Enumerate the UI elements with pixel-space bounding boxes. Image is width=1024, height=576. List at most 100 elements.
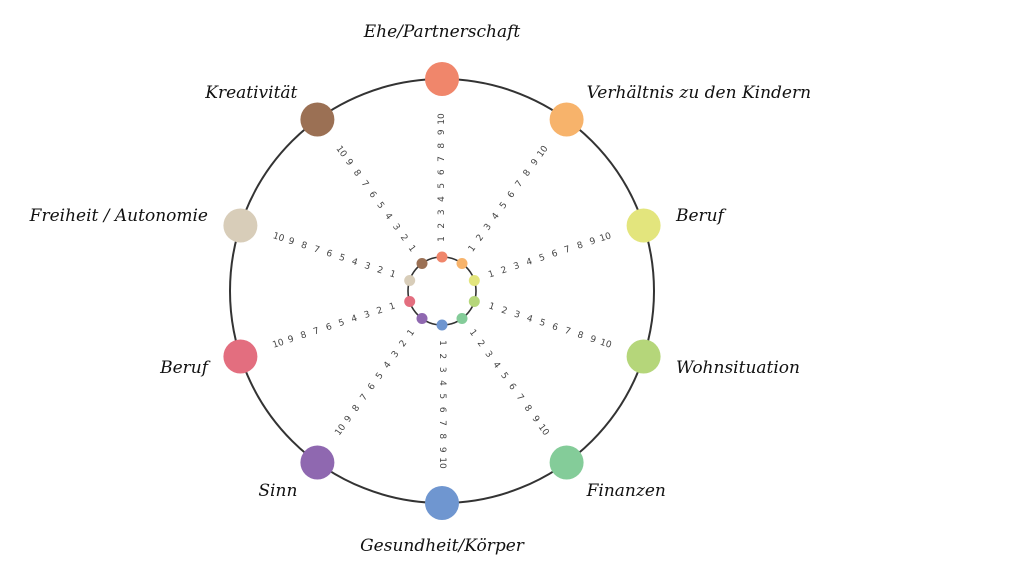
area-label-beruf-7: Beruf — [159, 358, 211, 378]
area-label-ehe-partnerschaft-0: Ehe/Partnerschaft — [363, 22, 521, 42]
scale-tick-finanzen-4-5: 5 — [498, 371, 509, 382]
scale-tick-wohnsituation-3-4: 4 — [525, 314, 534, 325]
scale-tick-freiheit-autonomie-8-1: 1 — [388, 269, 397, 280]
scale-tick-freiheit-autonomie-8-4: 4 — [350, 257, 359, 268]
scale-tick-wohnsituation-3-8: 8 — [576, 330, 585, 341]
scale-tick-sinn-6-6: 6 — [366, 382, 378, 393]
scale-tick-wohnsituation-3-9: 9 — [589, 334, 598, 345]
outer-node-verhaeltnis-zu-den-kindern-1[interactable] — [549, 102, 584, 137]
scale-tick-verhaeltnis-zu-den-kindern-1-1: 1 — [467, 244, 478, 255]
scale-tick-verhaeltnis-zu-den-kindern-1-2: 2 — [475, 233, 486, 244]
scale-tick-kreativitaet-9-8: 8 — [351, 168, 363, 179]
scale-tick-gesundheit-koerper-5-2: 2 — [437, 353, 447, 359]
scale-tick-gesundheit-koerper-5-3: 3 — [437, 367, 447, 373]
outer-node-freiheit-autonomie-8[interactable] — [223, 208, 258, 243]
outer-node-finanzen-4[interactable] — [549, 445, 584, 480]
area-label-gesundheit-koerper-5: Gesundheit/Körper — [360, 536, 525, 556]
scale-tick-beruf-7-7: 7 — [312, 326, 321, 337]
scale-tick-sinn-6-2: 2 — [398, 339, 409, 350]
area-label-freiheit-autonomie-8: Freiheit / Autonomie — [29, 206, 208, 226]
inner-dot-ehe-partnerschaft-0 — [436, 251, 448, 263]
inner-dot-beruf-7 — [404, 296, 416, 307]
scale-tick-verhaeltnis-zu-den-kindern-1-5: 5 — [498, 201, 509, 212]
area-label-verhaeltnis-zu-den-kindern-1: Verhältnis zu den Kindern — [587, 83, 811, 103]
scale-tick-beruf-7-9: 9 — [287, 334, 296, 345]
scale-tick-beruf-2-8: 8 — [576, 240, 585, 251]
scale-tick-gesundheit-koerper-5-10: 10 — [437, 457, 447, 469]
scale-tick-finanzen-4-10: 10 — [536, 423, 551, 438]
scale-tick-ehe-partnerschaft-0-5: 5 — [437, 183, 447, 189]
scale-tick-beruf-7-6: 6 — [325, 322, 334, 333]
inner-dot-gesundheit-koerper-5 — [436, 319, 448, 331]
scale-tick-ehe-partnerschaft-0-7: 7 — [437, 156, 447, 162]
scale-tick-kreativitaet-9-5: 5 — [374, 201, 385, 212]
outer-node-kreativitaet-9[interactable] — [300, 102, 335, 137]
outer-node-beruf-2[interactable] — [626, 208, 661, 243]
scale-tick-verhaeltnis-zu-den-kindern-1-10: 10 — [536, 144, 551, 159]
scale-tick-ehe-partnerschaft-0-10: 10 — [437, 113, 447, 125]
scale-tick-freiheit-autonomie-8-3: 3 — [363, 261, 372, 272]
scale-tick-wohnsituation-3-7: 7 — [563, 326, 572, 337]
scale-tick-finanzen-4-4: 4 — [490, 360, 502, 371]
scale-tick-verhaeltnis-zu-den-kindern-1-3: 3 — [482, 222, 493, 233]
scale-tick-beruf-2-1: 1 — [487, 269, 496, 280]
scale-tick-ehe-partnerschaft-0-2: 2 — [437, 223, 447, 229]
scale-tick-wohnsituation-3-6: 6 — [551, 322, 560, 333]
scale-tick-beruf-7-3: 3 — [363, 310, 372, 321]
outer-ring — [229, 78, 655, 504]
scale-tick-freiheit-autonomie-8-8: 8 — [300, 240, 309, 251]
inner-dot-wohnsituation-3 — [468, 296, 480, 307]
scale-tick-beruf-2-5: 5 — [538, 253, 547, 264]
scale-tick-verhaeltnis-zu-den-kindern-1-6: 6 — [506, 190, 518, 201]
scale-tick-verhaeltnis-zu-den-kindern-1-7: 7 — [514, 179, 525, 190]
scale-tick-beruf-2-7: 7 — [563, 245, 572, 256]
outer-node-ehe-partnerschaft-0[interactable] — [425, 62, 459, 96]
scale-tick-beruf-7-1: 1 — [388, 301, 397, 312]
scale-tick-beruf-7-10: 10 — [271, 338, 285, 351]
scale-tick-finanzen-4-7: 7 — [514, 393, 525, 404]
scale-tick-kreativitaet-9-10: 10 — [333, 144, 348, 159]
scale-tick-beruf-7-2: 2 — [376, 306, 385, 317]
inner-dot-finanzen-4 — [456, 313, 468, 324]
scale-tick-kreativitaet-9-3: 3 — [390, 222, 401, 233]
scale-tick-ehe-partnerschaft-0-9: 9 — [437, 129, 447, 135]
scale-tick-verhaeltnis-zu-den-kindern-1-9: 9 — [530, 157, 542, 168]
outer-node-sinn-6[interactable] — [300, 445, 335, 480]
outer-node-wohnsituation-3[interactable] — [626, 339, 661, 374]
scale-tick-kreativitaet-9-9: 9 — [343, 157, 355, 168]
scale-tick-gesundheit-koerper-5-5: 5 — [437, 393, 447, 399]
scale-tick-ehe-partnerschaft-0-6: 6 — [437, 169, 447, 175]
scale-tick-wohnsituation-3-5: 5 — [538, 318, 547, 329]
scale-tick-ehe-partnerschaft-0-1: 1 — [437, 236, 447, 242]
scale-tick-finanzen-4-1: 1 — [467, 328, 478, 339]
scale-tick-kreativitaet-9-6: 6 — [366, 190, 378, 201]
scale-tick-beruf-7-5: 5 — [338, 318, 347, 329]
scale-tick-sinn-6-1: 1 — [406, 328, 417, 339]
scale-tick-freiheit-autonomie-8-10: 10 — [271, 231, 285, 244]
scale-tick-verhaeltnis-zu-den-kindern-1-8: 8 — [522, 168, 534, 179]
scale-tick-gesundheit-koerper-5-9: 9 — [437, 447, 447, 453]
scale-tick-beruf-2-6: 6 — [551, 249, 560, 260]
outer-node-gesundheit-koerper-5[interactable] — [425, 486, 459, 520]
outer-node-beruf-7[interactable] — [223, 339, 258, 374]
scale-tick-finanzen-4-2: 2 — [475, 339, 486, 350]
scale-tick-finanzen-4-8: 8 — [522, 403, 534, 414]
scale-tick-sinn-6-3: 3 — [390, 349, 401, 360]
scale-tick-wohnsituation-3-1: 1 — [487, 301, 496, 312]
area-label-wohnsituation-3: Wohnsituation — [676, 358, 800, 378]
scale-tick-beruf-2-4: 4 — [525, 257, 534, 268]
scale-tick-beruf-7-8: 8 — [300, 330, 309, 341]
scale-tick-beruf-2-2: 2 — [500, 265, 509, 276]
scale-tick-ehe-partnerschaft-0-8: 8 — [437, 143, 447, 149]
scale-tick-verhaeltnis-zu-den-kindern-1-4: 4 — [490, 211, 502, 222]
inner-dot-freiheit-autonomie-8 — [404, 275, 416, 286]
scale-tick-kreativitaet-9-4: 4 — [382, 211, 394, 222]
scale-tick-freiheit-autonomie-8-2: 2 — [376, 265, 385, 276]
scale-tick-kreativitaet-9-1: 1 — [406, 244, 417, 255]
area-label-kreativitaet-9: Kreativität — [204, 83, 297, 103]
scale-tick-sinn-6-4: 4 — [382, 360, 394, 371]
scale-tick-freiheit-autonomie-8-6: 6 — [325, 249, 334, 260]
